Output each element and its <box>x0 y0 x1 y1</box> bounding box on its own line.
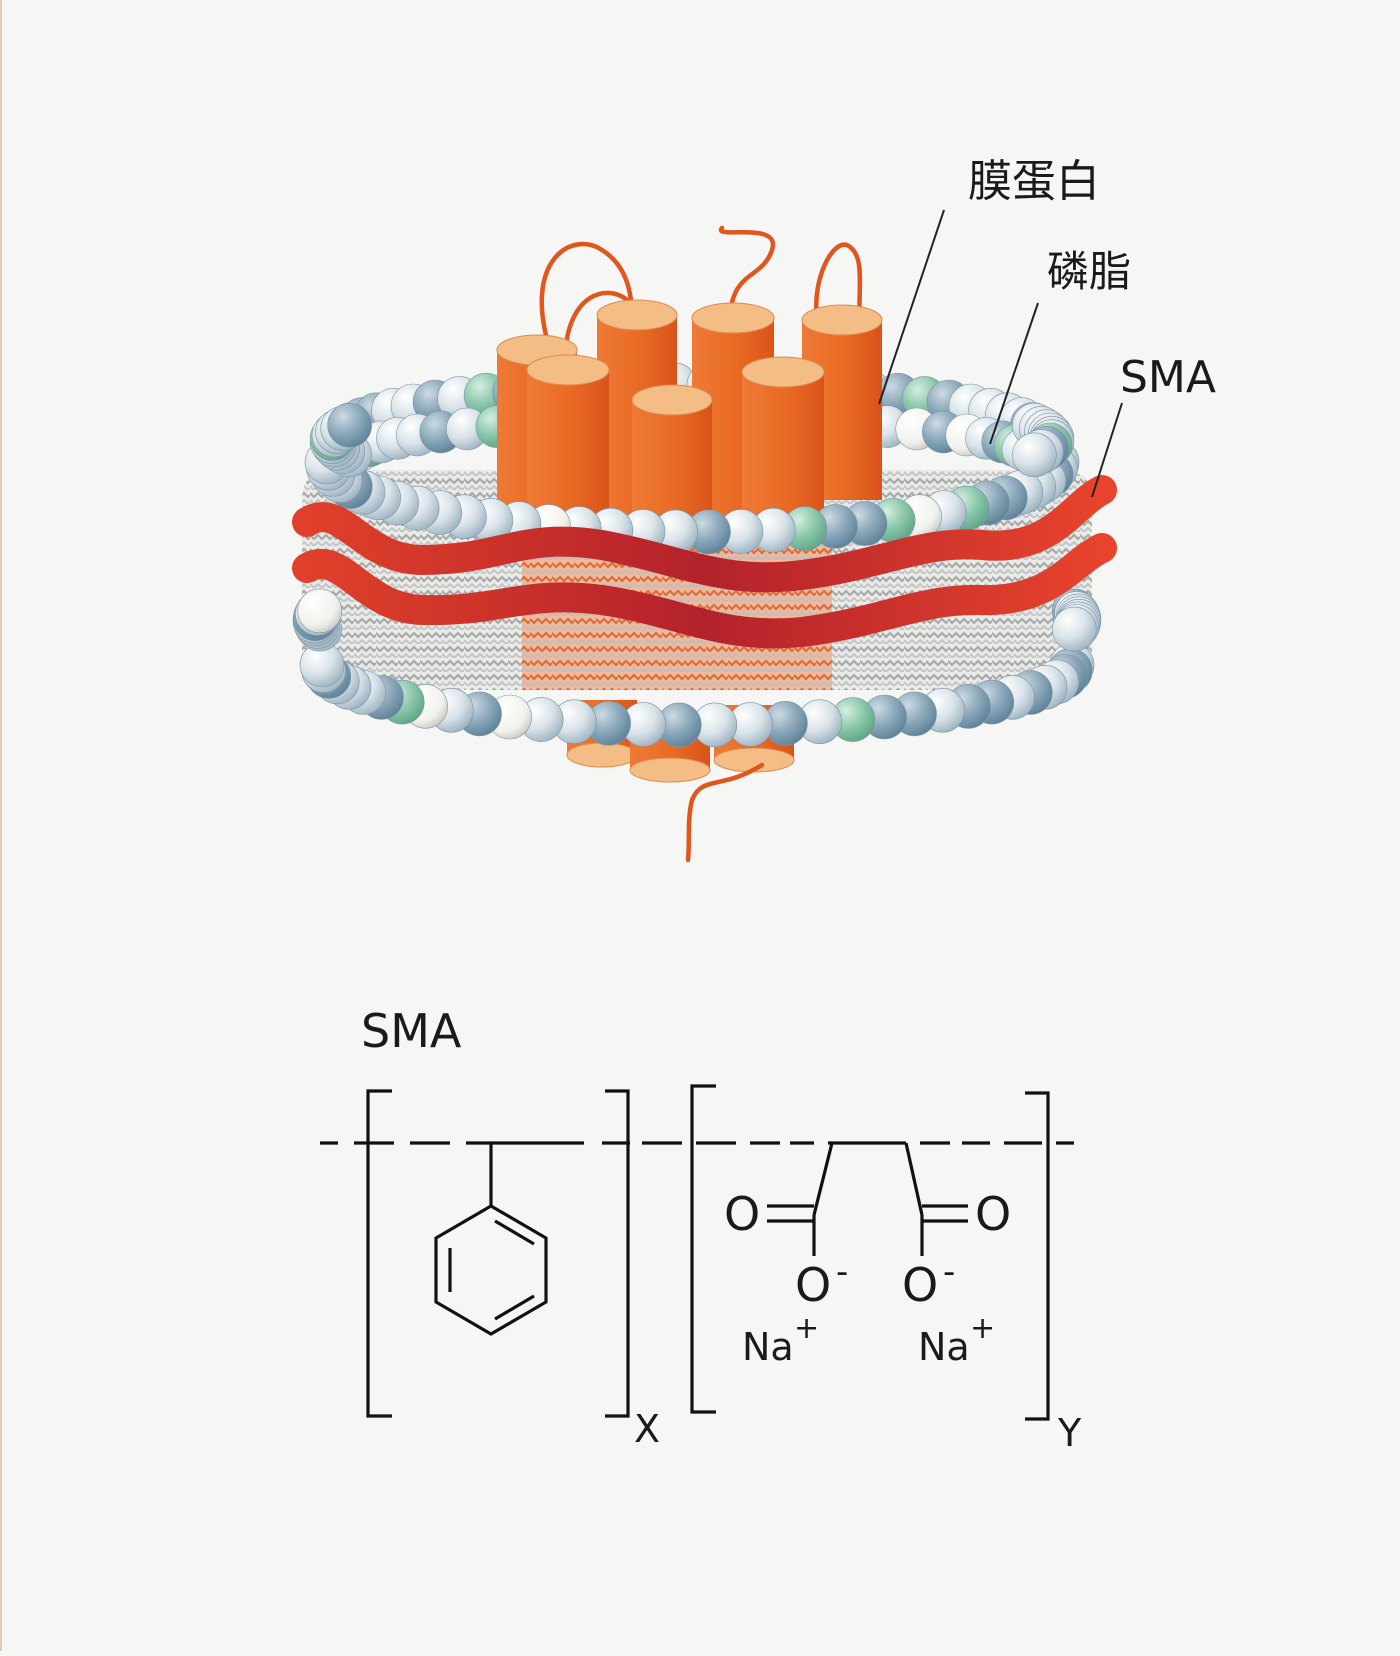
membrane-protein-helices <box>496 225 883 525</box>
protein-helix-top <box>691 302 775 334</box>
nanodisc-illustration: 膜蛋白 磷脂 SMA <box>292 156 1216 863</box>
protein-loop <box>718 225 776 321</box>
protein-helix-lower-end <box>566 742 638 768</box>
subscript-y: Y <box>1057 1411 1082 1455</box>
protein-helix-top <box>741 356 825 388</box>
charge-minus-right: - <box>943 1252 955 1292</box>
carboxylate-right <box>904 1142 968 1256</box>
charge-minus-left: - <box>836 1252 848 1292</box>
callout-leaders <box>878 209 1123 498</box>
lipid-head <box>327 402 372 448</box>
sodium-right: Na <box>918 1325 970 1369</box>
protein-helix <box>632 400 712 525</box>
protein-helix <box>527 370 609 520</box>
bracket-maleic <box>690 1084 1050 1421</box>
phospholipid-heads-upper-front <box>304 402 1080 555</box>
subscript-x: X <box>634 1407 660 1451</box>
protein-loop <box>813 242 863 333</box>
protein-helix <box>742 372 824 520</box>
protein-tail <box>685 762 765 863</box>
protein-helix-top <box>631 384 713 416</box>
atom-o-left: O <box>724 1187 760 1241</box>
sma-structural-formula: SMA X Y <box>320 1004 1082 1455</box>
lipid-head <box>1052 606 1097 652</box>
membrane-protein-label: 膜蛋白 <box>968 156 1100 207</box>
protein-helix-top <box>526 354 610 386</box>
phenyl-ring <box>434 1143 548 1336</box>
sma-polymer-belt <box>292 475 1117 649</box>
charge-plus-left: + <box>794 1311 819 1346</box>
carboxylate-left <box>767 1142 834 1256</box>
lipid-head <box>297 588 343 634</box>
atom-o-right: O <box>975 1187 1011 1241</box>
protein-helix-top <box>596 299 678 331</box>
sodium-left: Na <box>742 1325 794 1369</box>
formula-atoms: O O O - O - Na + Na + <box>724 1187 1011 1369</box>
formula-title: SMA <box>361 1004 462 1058</box>
protein-helix-top <box>801 304 883 336</box>
protein-helix-lower-end <box>629 757 711 783</box>
sma-label: SMA <box>1120 352 1216 403</box>
atom-o-minus-left: O <box>795 1258 831 1312</box>
lipid-head <box>1012 432 1057 478</box>
charge-plus-right: + <box>970 1311 995 1346</box>
phospholipid-label: 磷脂 <box>1047 247 1131 296</box>
atom-o-minus-right: O <box>902 1258 938 1312</box>
bracket-styrene <box>366 1089 630 1418</box>
phospholipid-heads-lower-front <box>292 588 1102 748</box>
